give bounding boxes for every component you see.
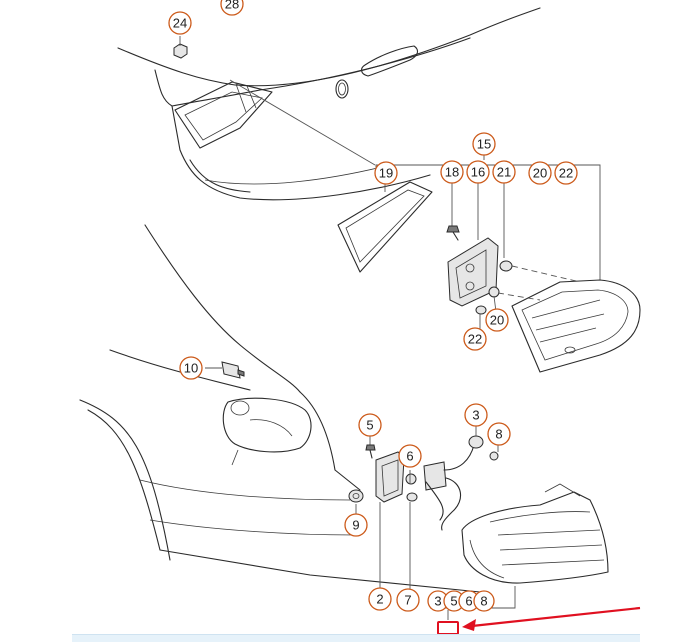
svg-text:21: 21 (497, 165, 511, 180)
callout-19: 19 (374, 161, 398, 185)
callout-20-top: 20 (528, 161, 552, 185)
svg-text:5: 5 (366, 418, 373, 433)
svg-text:6: 6 (406, 449, 413, 464)
svg-text:18: 18 (445, 165, 459, 180)
svg-text:3: 3 (434, 594, 441, 609)
connector-10 (205, 361, 245, 379)
svg-text:6: 6 (465, 594, 472, 609)
bulb-holder-16 (447, 237, 513, 315)
callout-6-bottom: 6 (458, 590, 480, 612)
callout-24: 24 (168, 11, 192, 35)
outer-tail-lamp (461, 483, 609, 584)
svg-text:2: 2 (376, 592, 383, 607)
callout-28: 28 (220, 0, 244, 16)
callout-21: 21 (492, 160, 516, 184)
grommet-9 (348, 489, 364, 516)
screw-18 (446, 225, 460, 241)
svg-text:20: 20 (490, 313, 504, 328)
svg-text:20: 20 (533, 166, 547, 181)
callout-20-mid: 20 (485, 308, 509, 332)
trunk-lid-outline (117, 7, 541, 201)
bulb-holder-2 (365, 424, 499, 590)
callout-9: 9 (344, 513, 368, 537)
svg-text:7: 7 (404, 593, 411, 608)
svg-text:10: 10 (184, 361, 198, 376)
svg-text:9: 9 (352, 518, 359, 533)
callout-7: 7 (396, 588, 420, 612)
callout-2: 2 (368, 587, 392, 611)
svg-text:5: 5 (450, 594, 457, 609)
gasket-19 (337, 181, 433, 273)
svg-text:22: 22 (468, 332, 482, 347)
svg-text:16: 16 (471, 165, 485, 180)
red-arrow (462, 606, 641, 631)
callout-5-mid: 5 (358, 413, 382, 437)
callout-10: 10 (179, 356, 203, 380)
callout-3-mid: 3 (464, 403, 488, 427)
svg-text:22: 22 (559, 166, 573, 181)
svg-text:28: 28 (225, 0, 239, 12)
svg-text:3: 3 (472, 408, 479, 423)
callout-22-top: 22 (554, 161, 578, 185)
callout-15: 15 (472, 132, 496, 156)
svg-text:24: 24 (173, 16, 187, 31)
svg-text:15: 15 (477, 137, 491, 152)
callout-8-mid: 8 (487, 422, 511, 446)
svg-text:8: 8 (495, 427, 502, 442)
selected-part-highlight[interactable] (437, 621, 459, 635)
footer-bar (72, 634, 640, 642)
rear-body-panel (79, 224, 481, 593)
inner-tail-lamp (511, 279, 641, 373)
svg-text:8: 8 (480, 594, 487, 609)
callout-18: 18 (440, 160, 464, 184)
callout-22-mid: 22 (463, 327, 487, 351)
callout-6-mid: 6 (398, 444, 422, 468)
callout-16: 16 (466, 160, 490, 184)
svg-text:19: 19 (379, 166, 393, 181)
upper-leaders (179, 36, 601, 280)
callout-8-bottom: 8 (473, 590, 495, 612)
